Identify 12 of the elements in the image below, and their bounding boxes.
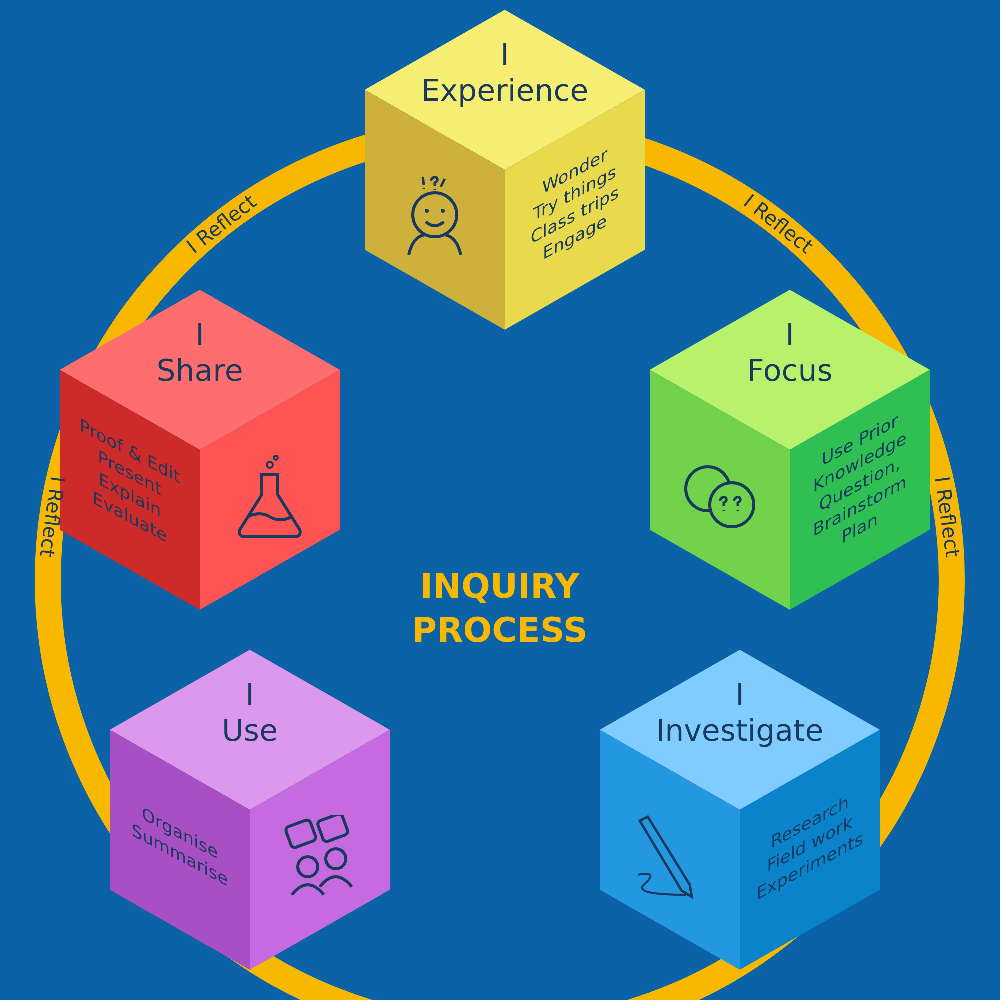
cube-heading: I Investigate [656,678,824,750]
cube-heading: I Focus [747,318,833,390]
cube-heading: I Use [222,678,278,750]
cube [650,290,930,610]
cube-heading: I Share [156,318,244,390]
cube [600,650,880,970]
cube [110,650,390,970]
ring-label: I Reflect [35,475,70,560]
diagram-title: INQUIRY PROCESS [411,566,589,653]
ring-label: I Reflect [930,475,966,560]
cube [365,10,645,330]
cube-heading: I Experience [421,38,589,110]
